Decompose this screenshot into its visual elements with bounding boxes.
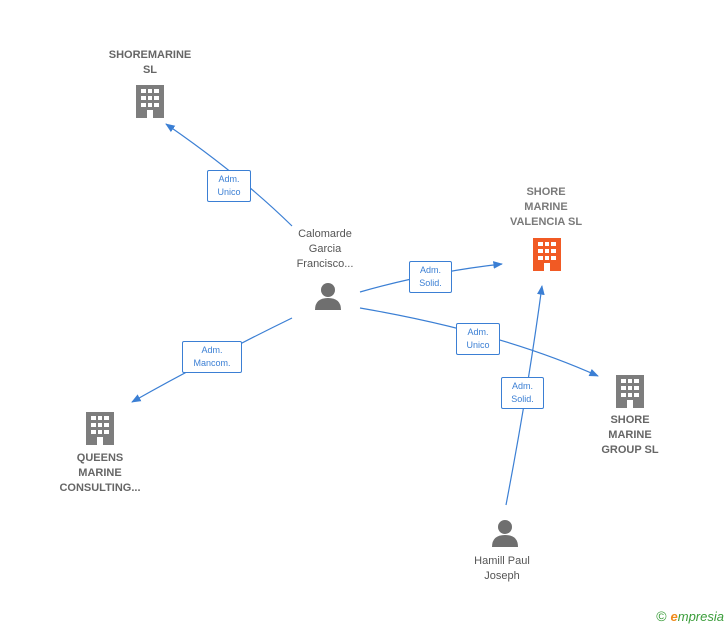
edge-label-line: Solid. — [419, 278, 442, 288]
edge-label-adm-unico[interactable]: Adm. Unico — [456, 323, 500, 355]
empresia-brand[interactable]: ©empresia — [656, 608, 724, 624]
edge-label-line: Adm. — [218, 174, 240, 184]
label-line: CONSULTING... — [59, 482, 141, 494]
edge-label-line: Unico — [217, 187, 241, 197]
node-label-shore-marine-valencia[interactable]: SHORE MARINE VALENCIA SL — [490, 185, 602, 230]
label-line: Francisco... — [296, 258, 354, 270]
copyright-symbol: © — [656, 608, 667, 624]
label-line: Garcia — [308, 243, 342, 255]
edge-label-line: Mancom. — [193, 358, 231, 368]
label-line: SL — [142, 64, 158, 76]
brand-logo-e: e — [670, 609, 678, 624]
label-line: VALENCIA SL — [509, 216, 583, 228]
label-line: SHOREMARINE — [108, 49, 192, 61]
edge-label-line: Adm. — [511, 381, 533, 391]
edge-label-line: Unico — [466, 340, 490, 350]
node-label-shore-marine-group[interactable]: SHORE MARINE GROUP SL — [578, 413, 682, 458]
building-icon[interactable] — [86, 412, 114, 445]
node-label-hamill[interactable]: Hamill Paul Joseph — [450, 554, 554, 584]
label-line: Hamill Paul — [474, 555, 530, 567]
edge-label-line: Adm. — [201, 345, 223, 355]
label-line: MARINE — [608, 429, 652, 441]
label-line: QUEENS — [76, 452, 124, 464]
edge-label-line: Adm. — [467, 327, 489, 337]
edge-label-adm-solid[interactable]: Adm. Solid. — [409, 261, 452, 293]
node-label-queens-marine[interactable]: QUEENS MARINE CONSULTING... — [46, 451, 154, 496]
building-icon-focus[interactable] — [533, 238, 561, 271]
label-line: GROUP SL — [601, 444, 659, 456]
edge-label-adm-unico[interactable]: Adm. Unico — [207, 170, 251, 202]
label-line: Joseph — [484, 570, 520, 582]
node-label-shoremarine-sl[interactable]: SHOREMARINE SL — [98, 48, 202, 78]
person-icon[interactable] — [315, 283, 341, 310]
label-line: SHORE — [526, 186, 566, 198]
label-line: Calomarde — [298, 228, 352, 240]
brand-logo-text: mpresia — [677, 609, 724, 624]
edge-label-adm-mancom[interactable]: Adm. Mancom. — [182, 341, 242, 373]
label-line: MARINE — [524, 201, 568, 213]
edge-label-adm-solid[interactable]: Adm. Solid. — [501, 377, 544, 409]
person-icon[interactable] — [492, 520, 518, 547]
building-icon[interactable] — [616, 375, 644, 408]
label-line: MARINE — [78, 467, 122, 479]
edge-label-line: Adm. — [419, 265, 441, 275]
edge-label-line: Solid. — [511, 394, 534, 404]
building-icon[interactable] — [136, 85, 164, 118]
label-line: SHORE — [610, 414, 650, 426]
node-label-calomarde[interactable]: Calomarde Garcia Francisco... — [270, 227, 380, 272]
